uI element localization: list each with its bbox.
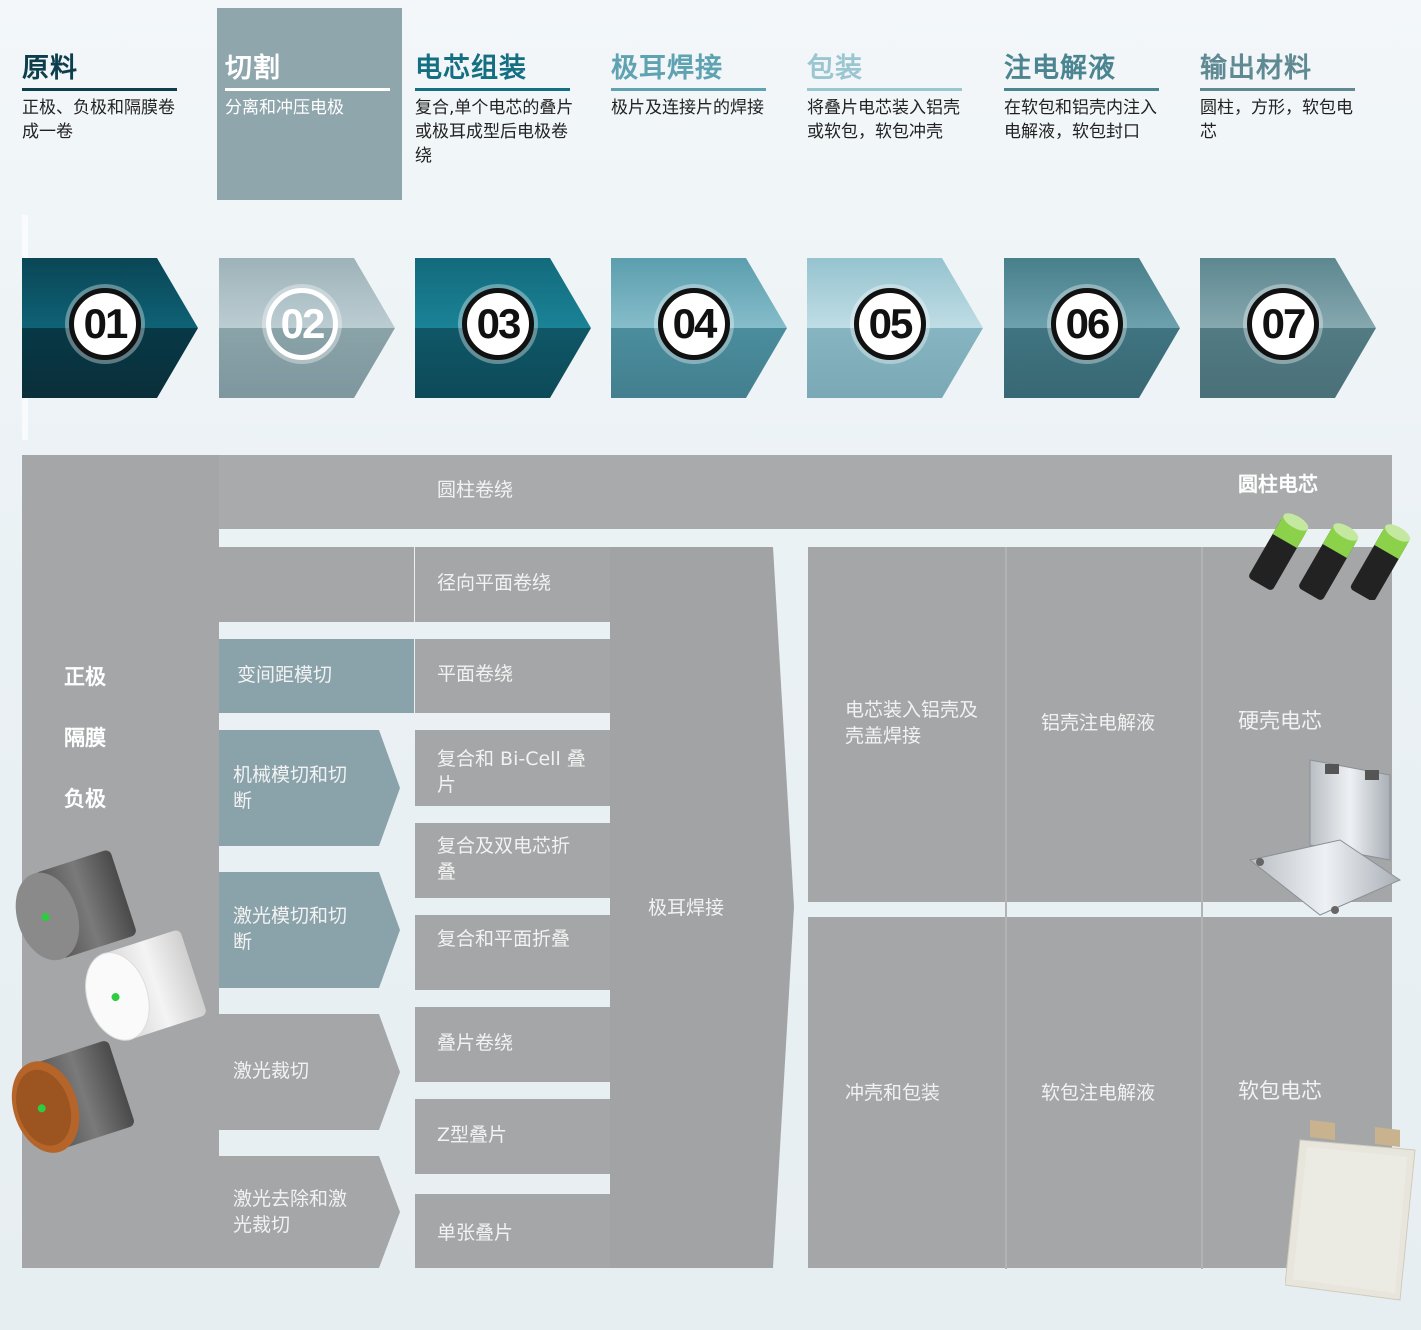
step-desc: 将叠片电芯装入铝壳或软包，软包冲壳 xyxy=(807,98,960,142)
cutting-arrow xyxy=(219,730,400,846)
step-number: 04 xyxy=(658,288,730,360)
divider xyxy=(1200,88,1355,91)
step-number: 03 xyxy=(462,288,534,360)
cutting-label: 激光模切和切断 xyxy=(233,905,348,953)
step-desc: 正极、负极和隔膜卷成一卷 xyxy=(22,98,175,142)
divider xyxy=(1004,88,1159,91)
step-chevron-4: 04 xyxy=(611,215,801,440)
filling-hard: 铝壳注电解液 xyxy=(1041,712,1156,734)
filling-soft: 软包注电解液 xyxy=(1041,1082,1156,1104)
step-title: 注电解液 xyxy=(1004,53,1116,84)
step-desc: 复合,单个电芯的叠片或极耳成型后电极卷绕 xyxy=(415,98,574,166)
step-header-5: 包装 将叠片电芯装入铝壳或软包，软包冲壳 xyxy=(807,8,992,200)
divider xyxy=(807,88,962,91)
step-chevron-1: 01 xyxy=(22,215,212,440)
divider xyxy=(225,88,390,91)
divider xyxy=(415,88,570,91)
step-desc: 圆柱，方形，软包电芯 xyxy=(1200,98,1353,142)
assembly-item xyxy=(415,547,610,622)
step-title: 极耳焊接 xyxy=(611,53,723,84)
step-number: 06 xyxy=(1051,288,1123,360)
divider xyxy=(22,88,177,91)
output-soft: 软包电芯 xyxy=(1238,1079,1322,1103)
hard-case-band xyxy=(808,547,1392,902)
step-header-6: 注电解液 在软包和铝壳内注入电解液，软包封口 xyxy=(1004,8,1189,200)
assembly-item xyxy=(415,1099,610,1174)
step-title: 包装 xyxy=(807,53,863,84)
assembly-item xyxy=(415,1194,610,1268)
step-number: 07 xyxy=(1247,288,1319,360)
step-header-7: 输出材料 圆柱，方形，软包电芯 xyxy=(1200,8,1385,200)
assembly-label: 叠片卷绕 xyxy=(437,1032,514,1054)
assembly-item xyxy=(415,639,610,713)
assembly-item xyxy=(415,915,610,990)
step-desc: 极片及连接片的焊接 xyxy=(611,98,764,118)
divider xyxy=(611,88,766,91)
assembly-label: 径向平面卷绕 xyxy=(437,572,552,594)
step-chevron-6: 06 xyxy=(1004,215,1194,440)
cutting-arrow xyxy=(219,1156,400,1268)
cutting-empty xyxy=(219,547,414,622)
assembly-item xyxy=(415,823,610,898)
step-number: 01 xyxy=(69,288,141,360)
step-title: 电芯组装 xyxy=(415,53,527,84)
assembly-label: 平面卷绕 xyxy=(437,663,514,685)
step-header-2: 切割 分离和冲压电极 xyxy=(217,8,402,200)
step-header-3: 电芯组装 复合,单个电芯的叠片或极耳成型后电极卷绕 xyxy=(415,8,600,200)
welding-arrow xyxy=(610,547,794,1268)
packaging-hard: 电芯装入铝壳及壳盖焊接 xyxy=(845,699,979,747)
step-title: 输出材料 xyxy=(1200,53,1312,84)
step-desc: 分离和冲压电极 xyxy=(225,98,344,118)
cutting-label: 变间距模切 xyxy=(237,664,333,686)
assembly-item xyxy=(415,730,610,806)
assembly-label: 复合及双电芯折叠 xyxy=(437,835,571,883)
hard-case-cell-image xyxy=(1248,759,1402,916)
raw-item-anode: 负极 xyxy=(64,787,106,811)
welding-label: 极耳焊接 xyxy=(648,897,725,919)
step-chevron-7: 07 xyxy=(1200,215,1390,440)
divider xyxy=(1201,547,1203,1269)
step-title: 切割 xyxy=(225,53,281,84)
step-header-4: 极耳焊接 极片及连接片的焊接 xyxy=(611,8,796,200)
assembly-label: 单张叠片 xyxy=(437,1222,514,1244)
step-chevron-5: 05 xyxy=(807,215,997,440)
output-hard: 硬壳电芯 xyxy=(1238,709,1322,733)
divider xyxy=(1005,547,1007,1269)
assembly-label: 复合和 Bi-Cell 叠片 xyxy=(437,748,586,796)
cutting-arrows xyxy=(219,730,400,1268)
packaging-soft: 冲壳和包装 xyxy=(845,1082,941,1104)
assembly-cylindrical-winding: 圆柱卷绕 xyxy=(437,479,514,501)
assembly-label: 复合和平面折叠 xyxy=(437,928,571,950)
step-chevron-3: 03 xyxy=(415,215,605,440)
raw-item-cathode: 正极 xyxy=(64,665,106,689)
step-title: 原料 xyxy=(22,53,78,84)
step-desc: 在软包和铝壳内注入电解液，软包封口 xyxy=(1004,98,1157,142)
divider xyxy=(1005,917,1007,1268)
cutting-label: 激光裁切 xyxy=(233,1060,310,1082)
cylindrical-band xyxy=(219,455,1392,529)
assembly-label: Z型叠片 xyxy=(437,1124,508,1146)
soft-pack-cell-image xyxy=(1285,1120,1416,1301)
cylindrical-cells-image xyxy=(1249,513,1411,600)
step-header-1: 原料 正极、负极和隔膜卷成一卷 xyxy=(22,8,207,200)
raw-item-separator: 隔膜 xyxy=(64,726,106,750)
cutting-label: 机械模切和切断 xyxy=(233,764,348,812)
step-number: 02 xyxy=(266,288,338,360)
step-chevron-2: 02 xyxy=(219,215,409,440)
divider xyxy=(1201,917,1203,1268)
step-number: 05 xyxy=(854,288,926,360)
cutting-arrow xyxy=(219,872,400,988)
material-rolls-image xyxy=(11,850,206,1153)
cutting-item-1 xyxy=(219,639,414,713)
output-cylindrical: 圆柱电芯 xyxy=(1238,472,1318,496)
cutting-label: 激光去除和激光裁切 xyxy=(233,1188,348,1236)
assembly-item xyxy=(415,1007,610,1082)
cutting-arrow xyxy=(219,1014,400,1130)
